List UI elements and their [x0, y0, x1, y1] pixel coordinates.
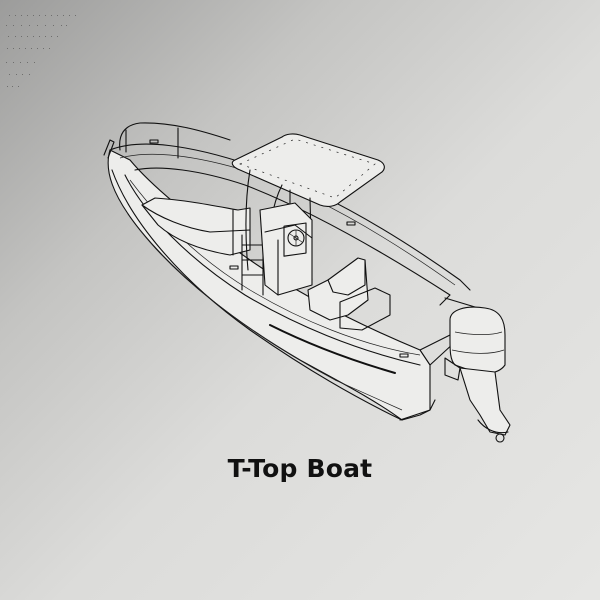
cleat — [399, 353, 409, 358]
outboard-motor-cowling — [449, 306, 506, 374]
cleat — [229, 265, 239, 270]
bow-seating — [141, 197, 251, 256]
boat-drawing-icon — [103, 122, 511, 443]
bow-rail — [119, 122, 231, 151]
t-top-frame — [245, 169, 251, 271]
cleat — [346, 221, 356, 226]
cleat — [149, 139, 159, 144]
outboard-motor-leg — [459, 367, 511, 436]
propeller — [495, 433, 505, 443]
console-door — [283, 222, 307, 257]
decorative-dot-pattern — [0, 0, 90, 100]
boat-illustration — [100, 110, 520, 460]
t-top-canopy — [231, 133, 385, 207]
center-console — [259, 202, 313, 296]
image-caption: T-Top Boat — [227, 454, 373, 483]
ladder — [241, 234, 264, 296]
